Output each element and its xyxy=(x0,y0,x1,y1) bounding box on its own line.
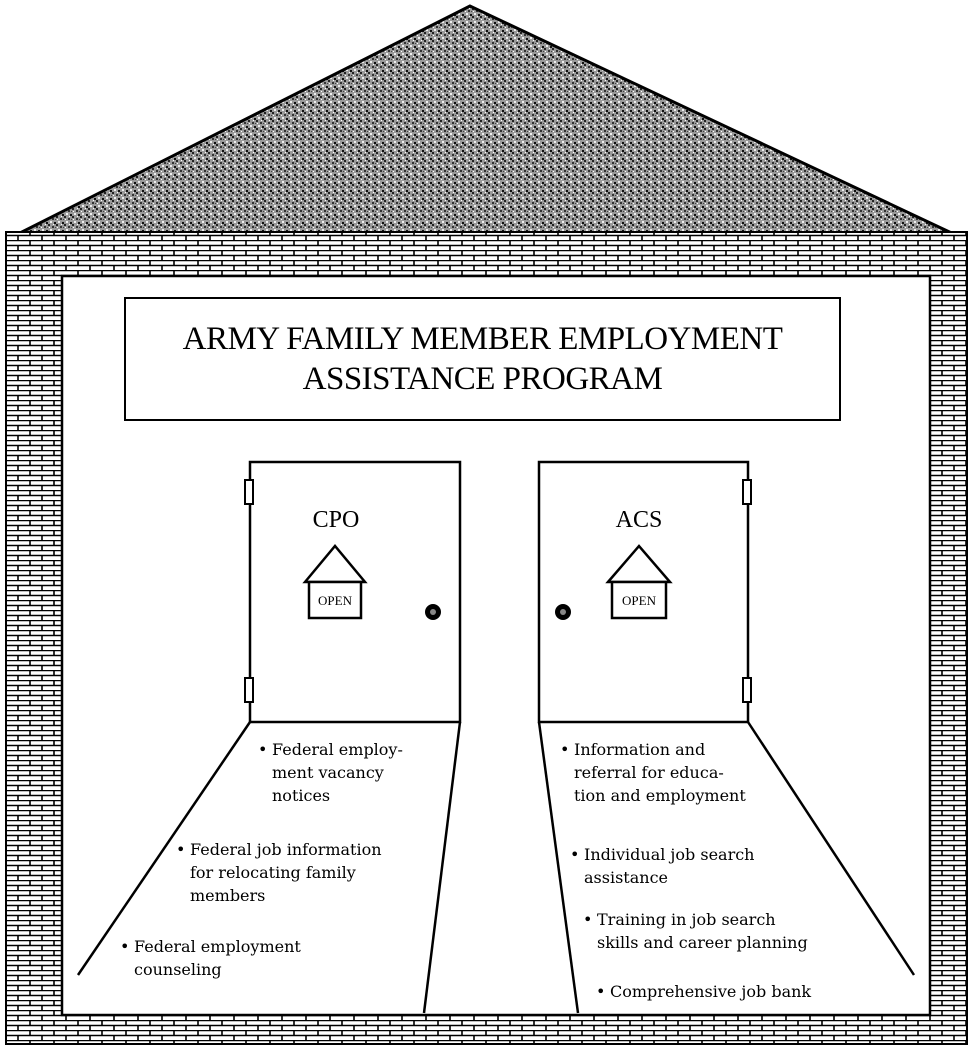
cpo-door xyxy=(244,460,462,724)
title-line-1: ARMY FAMILY MEMBER EMPLOYMENT xyxy=(182,321,783,357)
cpo-item: •Federal employment counseling xyxy=(120,937,301,979)
roof xyxy=(13,4,959,238)
acs-open-sign-text: OPEN xyxy=(622,593,656,608)
acs-label: ACS xyxy=(615,507,663,533)
open-sign xyxy=(605,544,673,620)
acs-item: •Comprehensive job bank xyxy=(596,982,812,1001)
acs-item-text: Information and referral for educa- tion… xyxy=(574,740,746,805)
program-title-box: ARMY FAMILY MEMBER EMPLOYMENT ASSISTANCE… xyxy=(124,297,841,421)
cpo-path-left xyxy=(76,721,252,976)
open-sign xyxy=(302,544,368,620)
title-line-2: ASSISTANCE PROGRAM xyxy=(302,361,663,397)
acs-item-text: Comprehensive job bank xyxy=(610,982,812,1001)
cpo-item: •Federal job information for relocating … xyxy=(176,840,382,905)
acs-item-text: Individual job search assistance xyxy=(584,845,755,887)
acs-item: •Information and referral for educa- tio… xyxy=(560,740,746,805)
acs-item: •Training in job search skills and caree… xyxy=(583,910,808,952)
cpo-item-text: Federal employment counseling xyxy=(134,937,301,979)
acs-item: •Individual job search assistance xyxy=(570,845,755,887)
cpo-label: CPO xyxy=(312,507,360,533)
acs-item-text: Training in job search skills and career… xyxy=(597,910,808,952)
cpo-item-text: Federal employ- ment vacancy notices xyxy=(272,740,403,805)
cpo-item-text: Federal job information for relocating f… xyxy=(190,840,382,905)
cpo-item: •Federal employ- ment vacancy notices xyxy=(258,740,403,805)
acs-path-right xyxy=(746,721,916,976)
acs-path-left xyxy=(537,721,580,1014)
acs-door xyxy=(537,460,752,724)
cpo-path-right xyxy=(422,721,462,1014)
cpo-open-sign-text: OPEN xyxy=(318,593,352,608)
